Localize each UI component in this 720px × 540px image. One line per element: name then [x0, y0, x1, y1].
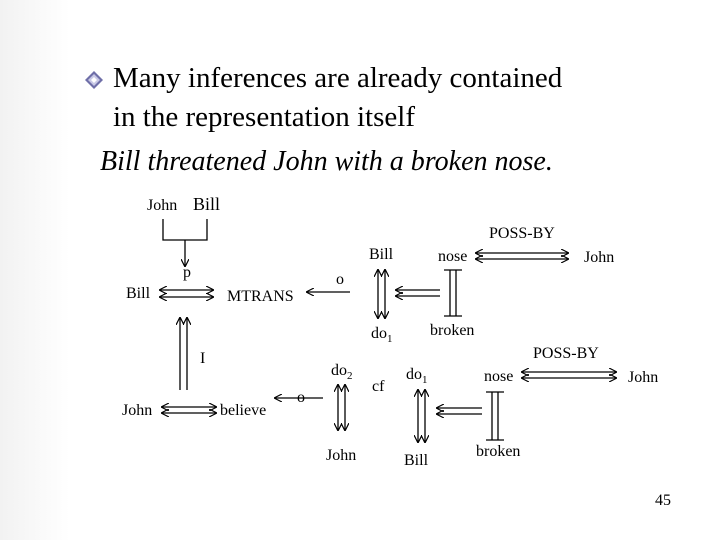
possby-upper-label: POSS-BY	[489, 225, 555, 242]
bill-mtrans-double-arrow	[160, 290, 213, 297]
page-number: 45	[655, 492, 671, 509]
example-sentence: Bill threatened John with a broken nose.	[100, 146, 553, 177]
do1-upper-label: do1	[371, 325, 393, 346]
bill-upper-label: Bill	[369, 246, 394, 263]
broken-lower-label: broken	[476, 443, 521, 460]
o-upper-label: o	[336, 271, 344, 288]
john-bottom-label: John	[326, 447, 357, 464]
mtrans-label: MTRANS	[227, 288, 294, 305]
upper-possession-double-arrow	[476, 253, 568, 259]
john-lower-right-label: John	[628, 369, 659, 386]
do2-label: do2	[331, 362, 353, 383]
cf-label: cf	[372, 378, 385, 395]
upper-nose-broken-line	[444, 269, 462, 317]
john-believe-double-arrow	[162, 407, 216, 413]
bullet-line-1: Many inferences are already contained	[113, 62, 563, 94]
bullet-line-2: in the representation itself	[113, 101, 415, 133]
lower-nose-broken-line	[486, 391, 504, 441]
diamond-bullet-icon	[85, 71, 103, 89]
recipient-fork-lines	[162, 219, 208, 266]
i-label: I	[200, 350, 206, 367]
p-label: p	[183, 264, 191, 281]
possby-lower-label: POSS-BY	[533, 345, 599, 362]
john-left-label: John	[122, 402, 153, 419]
bill-bottom-label: Bill	[404, 452, 429, 469]
lower-causal-arrow	[437, 408, 482, 414]
believe-label: believe	[220, 402, 267, 419]
nose-upper-label: nose	[438, 248, 468, 265]
do1-lower-vertical-double-arrow	[418, 390, 425, 442]
top-john-label: John	[147, 197, 178, 214]
left-vertical-double-arrow	[180, 318, 187, 390]
left-bill-label: Bill	[126, 285, 151, 302]
upper-vertical-double-arrow	[378, 270, 385, 318]
lower-possession-double-arrow	[522, 372, 616, 378]
top-bill-label: Bill	[193, 194, 221, 214]
broken-upper-label: broken	[430, 322, 475, 339]
john-upper-label: John	[584, 249, 615, 266]
do1-lower-label: do1	[406, 366, 428, 387]
nose-lower-label: nose	[484, 368, 514, 385]
upper-causal-arrow	[396, 290, 440, 296]
do2-vertical-double-arrow	[338, 385, 345, 430]
o-lower-label: o	[297, 389, 305, 406]
